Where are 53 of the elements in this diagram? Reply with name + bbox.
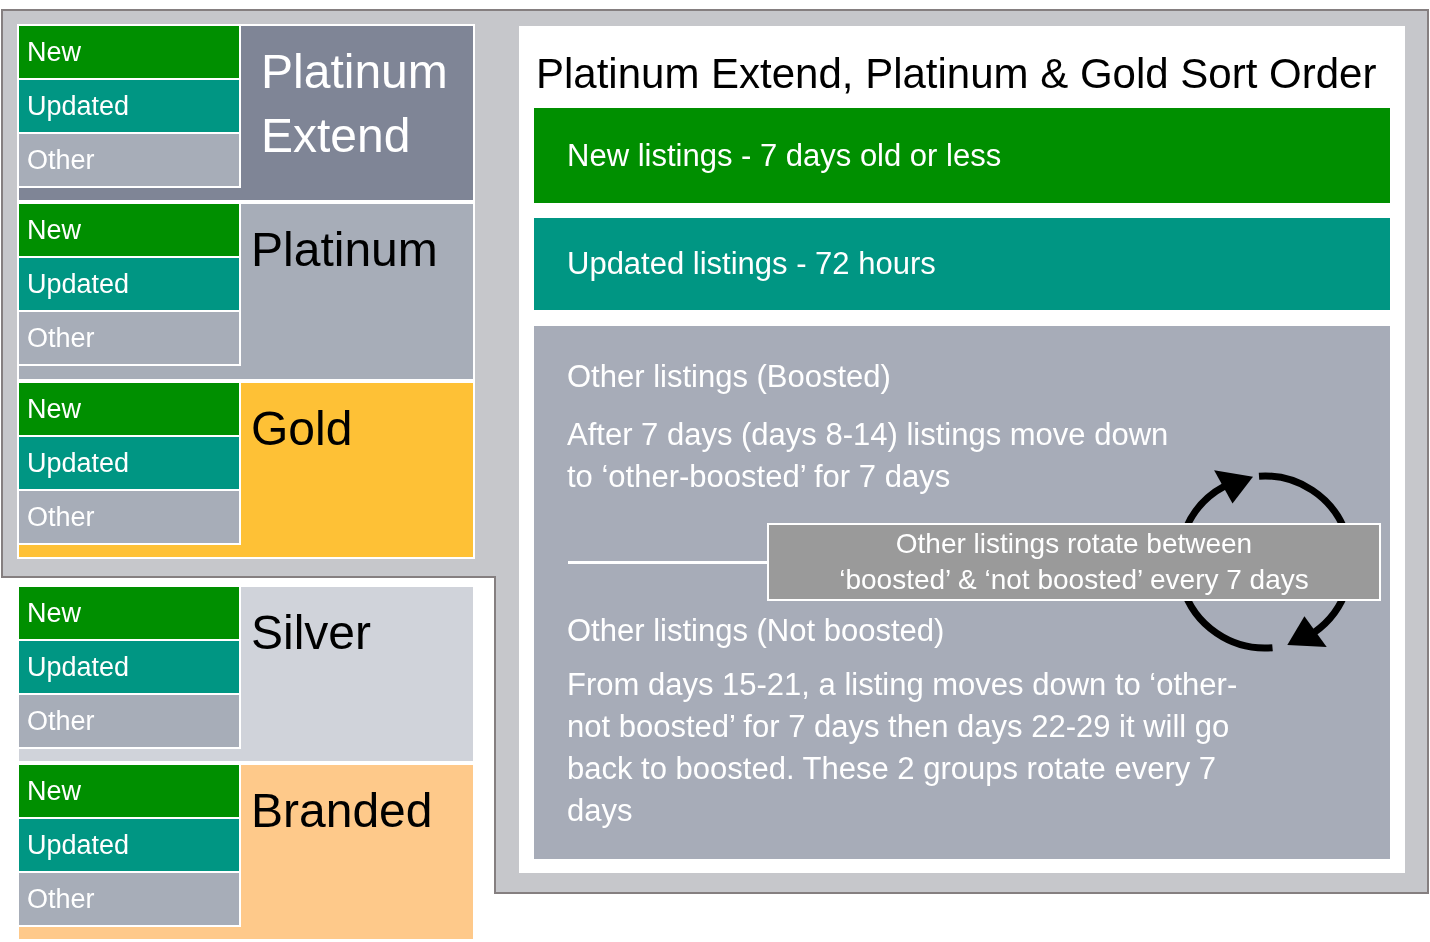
row-label: New (27, 36, 81, 68)
tier-label: Branded (251, 783, 434, 839)
category-row (17, 585, 241, 641)
sort-order-panel (519, 26, 1405, 873)
row-label: Updated (27, 651, 130, 683)
tier-box (17, 763, 475, 941)
tier-label: Platinum (251, 222, 439, 278)
category-row (17, 24, 241, 80)
row-label: Other (27, 883, 95, 915)
row-label: Updated (27, 447, 130, 479)
callout-box (767, 523, 1381, 601)
category-row (17, 202, 241, 258)
section-heading: Other listings (Boosted) (567, 358, 891, 396)
listing-bar (534, 108, 1390, 203)
category-row (17, 435, 241, 491)
category-row (17, 763, 241, 819)
row-label: New (27, 597, 81, 629)
section-text: From days 15-21, a listing moves down to ‘other-not boosted’ for 7 days then days 22-29 it will go back to boosted. These 2 groups rotate every 7 days (567, 666, 1239, 830)
section-heading: Other listings (Not boosted) (567, 612, 945, 650)
section-text: After 7 days (days 8-14) listings move down to ‘other-boosted’ for 7 days (567, 416, 1170, 496)
tier-label: Platinum Extend (261, 44, 449, 164)
category-row (17, 78, 241, 134)
panel-heading: Platinum Extend, Platinum & Gold Sort Order (536, 49, 1377, 99)
category-row (17, 310, 241, 366)
tier-box (17, 202, 475, 381)
category-row (17, 817, 241, 873)
category-row (17, 256, 241, 312)
row-label: Other (27, 144, 95, 176)
tier-label: Gold (251, 401, 354, 457)
tier-box (17, 381, 475, 559)
category-row (17, 381, 241, 437)
category-row (17, 489, 241, 545)
row-label: Other (27, 322, 95, 354)
tier-box (17, 585, 475, 763)
bar-label: New listings - 7 days old or less (567, 136, 1002, 175)
row-label: New (27, 214, 81, 246)
row-label: Updated (27, 90, 130, 122)
row-label: New (27, 775, 81, 807)
row-label: New (27, 393, 81, 425)
tier-box (17, 24, 475, 202)
other-listings-panel (534, 326, 1390, 859)
category-row (17, 132, 241, 188)
tier-label: Silver (251, 605, 373, 661)
listing-bar (534, 218, 1390, 310)
row-label: Other (27, 501, 95, 533)
bar-label: Updated listings - 72 hours (567, 245, 936, 283)
row-label: Updated (27, 829, 130, 861)
category-row (17, 639, 241, 695)
callout-text: Other listings rotate between ‘boosted’ & ‘not boosted’ every 7 days (838, 527, 1310, 597)
category-row (17, 871, 241, 927)
category-row (17, 693, 241, 749)
row-label: Updated (27, 268, 130, 300)
row-label: Other (27, 705, 95, 737)
